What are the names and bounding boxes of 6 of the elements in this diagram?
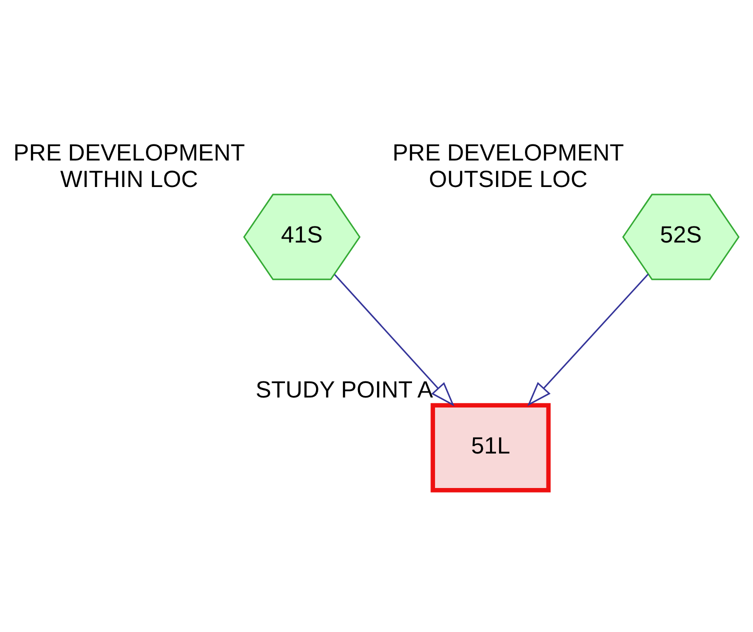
node-box: 51L bbox=[430, 403, 551, 492]
node-label: STUDY POINT A bbox=[256, 376, 433, 403]
node-label: PRE DEVELOPMENT OUTSIDE LOC bbox=[392, 140, 624, 192]
node-label: PRE DEVELOPMENT WITHIN LOC bbox=[13, 140, 245, 192]
arrow bbox=[334, 274, 454, 406]
arrow bbox=[527, 274, 649, 406]
